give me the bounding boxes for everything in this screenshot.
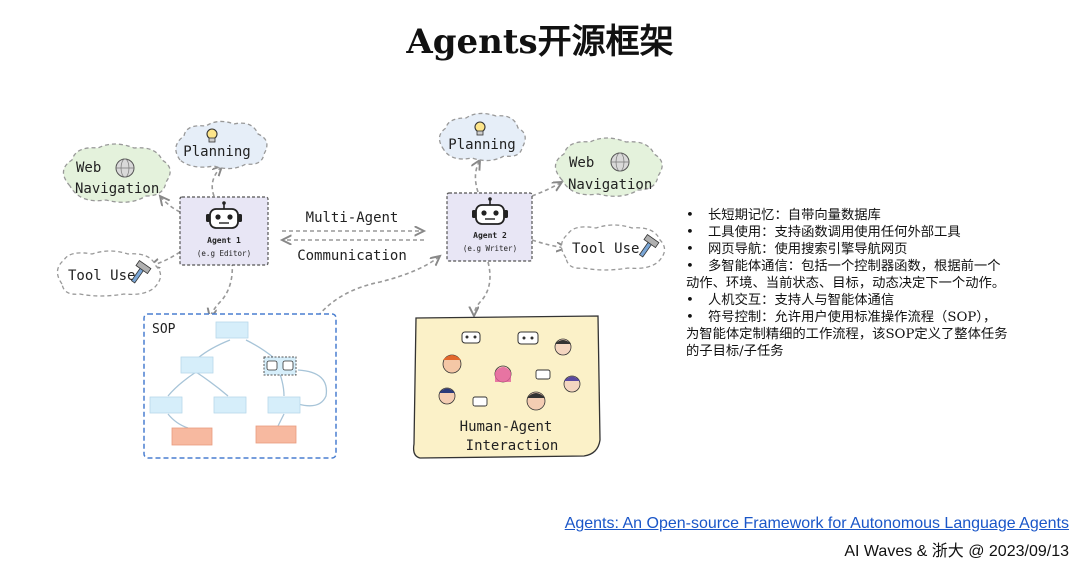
sop-robot-node bbox=[263, 356, 297, 376]
feature-list: •长短期记忆：自带向量数据库 •工具使用：支持函数调用使用任何外部工具 •网页导… bbox=[686, 207, 1066, 360]
globe-icon bbox=[610, 152, 630, 172]
robot-icon bbox=[535, 369, 551, 380]
feature-text: 动作、环境、当前状态、目标，动态决定下一个动作。 bbox=[686, 276, 1006, 291]
planning-label-left: Planning bbox=[183, 144, 250, 160]
hai-label-line1: Human-Agent bbox=[460, 419, 553, 435]
agent2-name: Agent 2 bbox=[473, 231, 507, 240]
feature-text: 网页导航：使用搜索引擎导航网页 bbox=[708, 242, 908, 257]
connector-agent2-web bbox=[531, 182, 562, 197]
feature-text: 工具使用：支持函数调用使用任何外部工具 bbox=[708, 225, 961, 240]
tool-label-left: Tool Use bbox=[68, 268, 135, 284]
lightbulb-icon bbox=[206, 128, 218, 143]
connector-agent2-hai bbox=[474, 261, 491, 316]
agent1-name: Agent 1 bbox=[207, 236, 241, 245]
hammer-icon bbox=[130, 260, 152, 284]
connector-agent1-sop bbox=[210, 261, 234, 318]
person-avatar-icon bbox=[438, 387, 456, 405]
feature-item: •多智能体通信：包括一个控制器函数，根据前一个 bbox=[686, 259, 1001, 274]
agent2-role: (e.g Writer) bbox=[463, 244, 517, 253]
feature-text: 的子目标/子任务 bbox=[686, 344, 784, 359]
robot-icon bbox=[517, 331, 539, 345]
web-cloud-right: Web Navigation bbox=[554, 137, 663, 197]
agent1-box: Agent 1 (e.g Editor) bbox=[179, 196, 269, 266]
robot-icon bbox=[472, 197, 508, 225]
globe-icon bbox=[115, 158, 135, 178]
connector-sop-agent2 bbox=[317, 256, 440, 317]
feature-item: •符号控制：允许用户使用标准操作流程（SOP）， bbox=[686, 310, 997, 325]
web-label-right-line2: Navigation bbox=[568, 177, 652, 193]
feature-item-continued: 的子目标/子任务 bbox=[686, 343, 1066, 360]
credit-line: AI Waves & 浙大 @ 2023/09/13 bbox=[844, 543, 1069, 560]
tool-cloud-right: Tool Use bbox=[560, 224, 666, 271]
feature-item-continued: 为智能体定制精细的工作流程，该SOP定义了整体任务 bbox=[686, 326, 1066, 343]
planning-cloud-right: Planning bbox=[438, 112, 526, 162]
sop-node bbox=[171, 427, 213, 446]
feature-text: 符号控制：允许用户使用标准操作流程（SOP）， bbox=[708, 310, 997, 325]
tool-label-right: Tool Use bbox=[572, 241, 639, 257]
hai-label-line2: Interaction bbox=[466, 438, 559, 454]
feature-text: 人机交互：支持人与智能体通信 bbox=[708, 293, 895, 308]
person-avatar-icon bbox=[554, 338, 572, 356]
page-title: Agents开源框架 bbox=[406, 22, 674, 62]
sop-label: SOP bbox=[152, 322, 176, 337]
robot-icon bbox=[461, 331, 481, 344]
feature-item-continued: 动作、环境、当前状态、目标，动态决定下一个动作。 bbox=[686, 275, 1066, 292]
sop-node bbox=[255, 425, 297, 444]
feature-item: •工具使用：支持函数调用使用任何外部工具 bbox=[686, 225, 961, 240]
sop-node bbox=[149, 396, 183, 414]
feature-item: •人机交互：支持人与智能体通信 bbox=[686, 293, 895, 308]
robot-icon bbox=[472, 396, 488, 407]
agent2-box: Agent 2 (e.g Writer) bbox=[446, 192, 533, 262]
web-cloud-left: Web Navigation bbox=[62, 143, 171, 203]
connector-agent1-planning bbox=[211, 166, 222, 197]
connector-agent2-planning bbox=[475, 160, 480, 193]
feature-text: 长短期记忆：自带向量数据库 bbox=[708, 208, 881, 223]
connector-agent2-tool bbox=[531, 239, 566, 248]
agent1-role: (e.g Editor) bbox=[197, 249, 251, 258]
person-avatar-icon bbox=[526, 391, 546, 411]
connector-agent1-web bbox=[160, 196, 181, 213]
planning-cloud-left: Planning bbox=[175, 120, 268, 170]
web-label-right-line1: Web bbox=[569, 155, 594, 171]
robot-icon bbox=[206, 201, 242, 229]
sop-flow bbox=[167, 339, 328, 429]
sop-node bbox=[213, 396, 247, 414]
sop-node bbox=[180, 356, 214, 374]
feature-text: 多智能体通信：包括一个控制器函数，根据前一个 bbox=[708, 259, 1001, 274]
tool-cloud-left: Tool Use bbox=[56, 250, 162, 297]
feature-item: •长短期记忆：自带向量数据库 bbox=[686, 208, 881, 223]
person-avatar-icon bbox=[442, 354, 462, 374]
web-label-left-line2: Navigation bbox=[75, 181, 159, 197]
feature-text: 为智能体定制精细的工作流程，该SOP定义了整体任务 bbox=[686, 327, 1008, 342]
web-label-left-line1: Web bbox=[76, 160, 101, 176]
sop-node bbox=[215, 321, 249, 339]
lightbulb-icon bbox=[474, 121, 486, 136]
multi-agent-label-line2: Communication bbox=[297, 248, 407, 264]
sop-box: SOP bbox=[143, 313, 337, 459]
person-avatar-icon bbox=[494, 365, 512, 383]
feature-item: •网页导航：使用搜索引擎导航网页 bbox=[686, 242, 908, 257]
human-agent-box: Human-Agent Interaction bbox=[412, 315, 601, 459]
paper-link[interactable]: Agents: An Open-source Framework for Aut… bbox=[564, 515, 1069, 532]
sop-node bbox=[267, 396, 301, 414]
person-avatar-icon bbox=[563, 375, 581, 393]
multi-agent-label-line1: Multi-Agent bbox=[306, 210, 399, 226]
hammer-icon bbox=[638, 234, 660, 258]
planning-label-right: Planning bbox=[448, 137, 515, 153]
